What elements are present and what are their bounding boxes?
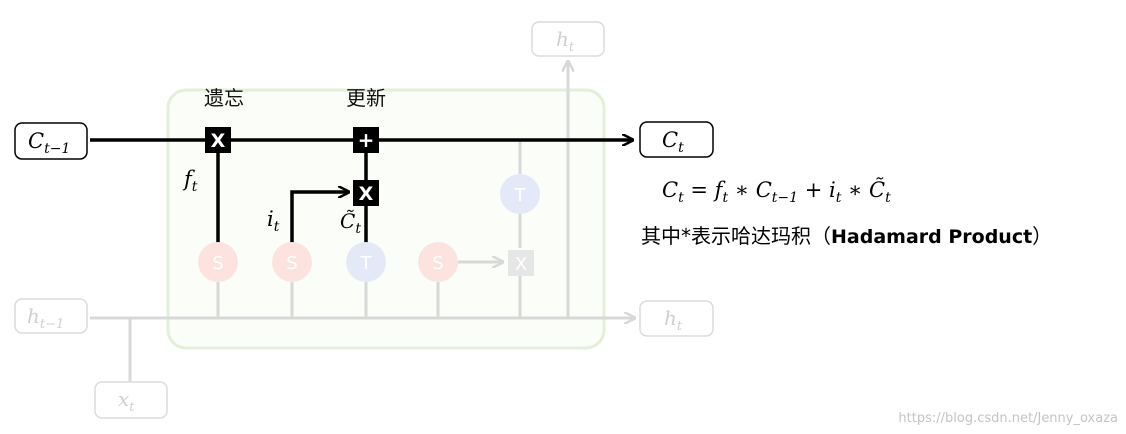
h-t-subscript: t: [569, 40, 575, 55]
h-t-right-box: ht: [639, 300, 714, 337]
svg-text:ht: ht: [556, 27, 575, 55]
svg-text:Ct: Ct: [662, 128, 684, 156]
h-t-symbol: h: [664, 306, 677, 330]
eq-term: f: [713, 178, 726, 202]
hadamard-note: 其中*表示哈达玛积（Hadamard Product）: [641, 224, 1052, 248]
c-t-symbol: C: [662, 128, 678, 152]
c-tilde-symbol: C̃: [340, 209, 355, 233]
x-t-box: xt: [94, 381, 168, 419]
eq-sub: t: [678, 190, 684, 206]
sigma-label: S: [212, 253, 223, 274]
c-t-subscript: t: [678, 140, 684, 156]
x-t-symbol: x: [118, 387, 129, 411]
c-tilde-subscript: t: [355, 221, 361, 237]
sigma-gate-input: S: [272, 242, 312, 282]
note-suffix: ）: [1032, 224, 1052, 248]
tanh-label: T: [360, 253, 373, 274]
eq-term: C̃: [869, 178, 885, 202]
output-multiply-node: X: [508, 250, 534, 276]
eq-term: C: [662, 178, 678, 202]
c-prev-symbol: C: [28, 129, 44, 153]
c-prev-subscript: t−1: [44, 141, 70, 157]
f-t-label: ft: [182, 167, 198, 195]
h-t-symbol: h: [556, 27, 569, 51]
c-t-box: Ct: [639, 121, 714, 158]
sigma-label: S: [432, 253, 443, 274]
add-label: +: [358, 128, 375, 152]
h-prev-box: ht−1: [14, 298, 88, 334]
multiply-label: X: [211, 130, 226, 152]
tanh-label: T: [514, 185, 527, 206]
eq-op: +: [798, 178, 829, 202]
watermark: https://blog.csdn.net/Jenny_oxaza: [898, 411, 1118, 426]
forget-label: 遗忘: [204, 86, 244, 110]
tanh-gate-output: T: [500, 174, 540, 214]
input-multiply-node: X: [353, 180, 379, 206]
i-t-symbol: i: [267, 207, 274, 231]
note-prefix: 其中*表示哈达玛积（: [641, 224, 831, 248]
h-prev-subscript: t−1: [40, 317, 64, 332]
eq-op: =: [684, 178, 715, 202]
faded-connections: [90, 62, 634, 382]
sigma-gate-output: S: [418, 242, 458, 282]
h-t-top-box: ht: [531, 21, 605, 57]
eq-op: ∗: [841, 178, 869, 202]
eq-sub: t−1: [772, 190, 798, 206]
sigma-gate-forget: S: [198, 242, 238, 282]
cell-update-equation: Ct = ft ∗ Ct−1 + it ∗ C̃t: [662, 178, 891, 206]
eq-sub: t: [722, 190, 728, 206]
eq-term: i: [829, 178, 836, 202]
h-t-subscript: t: [677, 319, 683, 334]
lstm-cell-body: [166, 88, 606, 350]
c-tilde-label: C̃t: [340, 209, 361, 237]
forget-multiply-node: X: [205, 127, 231, 153]
input-gate-arrow: [290, 192, 348, 244]
multiply-label: X: [515, 254, 527, 275]
eq-sub: t: [885, 190, 891, 206]
update-label: 更新: [346, 86, 386, 110]
note-bold: Hadamard Product: [831, 226, 1032, 248]
h-prev-symbol: h: [27, 304, 40, 328]
i-t-subscript: t: [274, 219, 280, 235]
sigma-label: S: [286, 253, 297, 274]
eq-op: ∗: [728, 178, 756, 202]
tanh-gate-candidate: T: [346, 242, 386, 282]
multiply-label: X: [359, 183, 374, 205]
svg-text:ht−1: ht−1: [27, 304, 64, 332]
x-t-subscript: t: [129, 400, 135, 415]
svg-text:ht: ht: [664, 306, 683, 334]
f-t-subscript: t: [192, 179, 198, 195]
update-add-node: +: [353, 127, 379, 153]
eq-sub: t: [836, 190, 842, 206]
eq-term: C: [756, 178, 772, 202]
svg-text:Ct−1: Ct−1: [28, 129, 70, 157]
f-t-symbol: f: [182, 167, 195, 191]
svg-text:xt: xt: [118, 387, 135, 415]
i-t-label: it: [267, 207, 280, 235]
c-prev-box: Ct−1: [14, 122, 88, 160]
